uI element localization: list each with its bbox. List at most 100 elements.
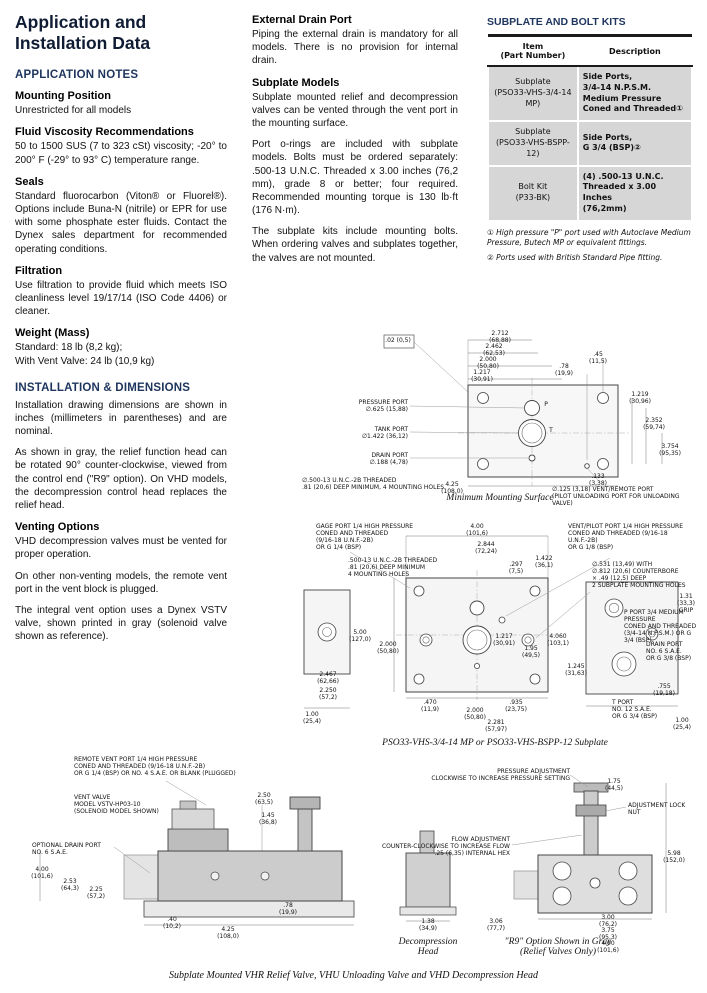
minimum-mounting-surface-drawing: Minimum Mounting Surface .02 (0,5) 2.712 …: [300, 330, 700, 508]
dimension-label: PRESSURE ADJUSTMENT CLOCKWISE TO INCREAS…: [431, 768, 570, 782]
external-drain-body: Piping the external drain is mandatory f…: [252, 29, 458, 67]
dimension-label: .78 (19,9): [278, 902, 298, 916]
col-item-part-number: Item (Part Number): [488, 35, 578, 67]
subplate-para-1: Subplate mounted relief and decompressio…: [252, 91, 458, 129]
page-title-line1: Application and: [15, 12, 147, 32]
fluid-viscosity-heading: Fluid Viscosity Recommendations: [15, 126, 194, 139]
dimension-label: 1.00 (25,4): [302, 711, 322, 725]
dimension-label: 1.00 (25,4): [672, 717, 692, 731]
dimension-label: REMOTE VENT PORT 1/4 HIGH PRESSURE CONED…: [74, 756, 236, 777]
dimension-label: OPTIONAL DRAIN PORT NO. 6 S.A.E.: [32, 842, 101, 856]
drawing-caption: PSO33-VHS-3/4-14 MP or PSO33-VHS-BSPP-12…: [382, 738, 608, 748]
dimension-label: 1.95 (49,5): [521, 645, 541, 659]
dimension-label: 1.219 (30,96): [629, 391, 651, 405]
dimension-label: 4.060 (103,1): [547, 633, 569, 647]
dimension-label: GAGE PORT 1/4 HIGH PRESSURE CONED AND TH…: [316, 523, 414, 551]
dimension-label: DRAIN PORT ∅.188 (4,78): [369, 452, 408, 466]
col-description: Description: [577, 35, 692, 67]
dimension-label: .40 (10,2): [162, 916, 182, 930]
cell-description: (4) .500-13 U.N.C. Threaded x 3.00 Inche…: [576, 164, 694, 222]
dimension-label: 5.00 (127,0): [349, 629, 371, 643]
mounting-position-body: Unrestricted for all models: [15, 105, 132, 117]
valve-assembly-drawing: Decompression Head "R9" Option Shown in …: [10, 755, 700, 967]
footnote-1: ① High pressure "P" port used with Autoc…: [487, 227, 691, 247]
venting-options-heading: Venting Options: [15, 521, 100, 534]
decompression-head-caption: Decompression Head: [398, 937, 458, 957]
dimension-label: TANK PORT ∅1.422 (36,12): [361, 426, 408, 440]
weight-body: Standard: 18 lb (8,2 kg); With Vent Valv…: [15, 342, 155, 367]
table-row: Bolt Kit (P33-BK) (4) .500-13 U.N.C. Thr…: [487, 164, 694, 222]
table-header-row: Item (Part Number) Description: [488, 35, 692, 67]
dimension-label: 4.25 (108,0): [217, 926, 239, 940]
dimension-label: 3.00 (76,2): [598, 914, 618, 928]
dimension-label: 2.000 (50,80): [477, 356, 499, 370]
dimension-label: 3.75 (95,3): [598, 927, 618, 941]
dimension-label: 2.352 (59,74): [643, 417, 665, 431]
dimension-label: 2.844 (72,24): [475, 541, 497, 555]
venting-para-1: VHD decompression valves must be vented …: [15, 536, 227, 561]
dimension-label: DRAIN PORT NO. 6 S.A.E. OR G 3/8 (BSP): [646, 641, 692, 662]
dimension-label: .133 (3,38): [588, 473, 608, 487]
dimension-label: 4.00 (101,6): [597, 940, 619, 954]
dimension-label: 1.245 (31,63): [565, 663, 587, 677]
dimension-label: .02 (0,5): [385, 337, 411, 344]
dimension-label: .500-13 U.N.C.-2B THREADED .81 (20,6) DE…: [348, 557, 438, 578]
filtration-body: Use filtration to provide fluid which me…: [15, 279, 227, 318]
dimension-label: 3.754 (95,35): [659, 443, 681, 457]
dimension-label: 1.75 (44,5): [604, 778, 624, 792]
dimension-label: 2.000 (50,80): [464, 707, 486, 721]
dimension-label: T PORT NO. 12 S.A.E. OR G 3/4 (BSP): [612, 699, 658, 720]
mounting-position-heading: Mounting Position: [15, 90, 111, 103]
dimension-label: 1.217 (30,91): [493, 633, 515, 647]
drawing-caption: Minimum Mounting Surface: [446, 493, 554, 503]
cell-item: Subplate (PSO33-VHS-BSPP-12): [487, 120, 579, 167]
mounting-surface-line-art: [383, 334, 663, 487]
dimension-label: ADJUSTMENT LOCK NUT: [628, 802, 686, 816]
seals-body: Standard fluorocarbon (Viton® or Fluorel…: [15, 190, 227, 255]
dimension-label: 2.281 (57,97): [485, 719, 507, 733]
page-title-line2: Installation Data: [15, 32, 151, 53]
dimension-label: 1.45 (36,8): [258, 812, 278, 826]
filtration-heading: Filtration: [15, 264, 63, 277]
dimension-label: ∅.125 (3,18) VENT/REMOTE PORT (PILOT UNL…: [552, 486, 680, 507]
dimension-label: ∅.500-13 U.N.C.-2B THREADED .81 (20,6) D…: [302, 477, 445, 491]
dimension-label: 2.53 (64,3): [60, 878, 80, 892]
installation-dimensions-heading: INSTALLATION & DIMENSIONS: [15, 381, 191, 394]
cell-description: Side Ports, G 3/4 (BSP)②: [576, 120, 694, 167]
subplate-drawing: PSO33-VHS-3/4-14 MP or PSO33-VHS-BSPP-12…: [290, 522, 700, 754]
dimension-label: 2.25 (57,2): [86, 886, 106, 900]
footnote-2: ② Ports used with British Standard Pipe …: [487, 253, 663, 263]
installation-para-2: As shown in gray, the relief function he…: [15, 447, 227, 512]
dimension-label: FLOW ADJUSTMENT COUNTER-CLOCKWISE TO INC…: [381, 836, 510, 857]
external-drain-heading: External Drain Port: [252, 14, 352, 26]
dimension-label: 1.38 (34,9): [418, 918, 438, 932]
weight-heading: Weight (Mass): [15, 327, 90, 340]
dimension-label: 2.467 (62,66): [317, 671, 339, 685]
dimension-label: 3.06 (77,7): [486, 918, 506, 932]
dimension-label: 4.00 (101,6): [466, 523, 488, 537]
dimension-label: T: [549, 427, 553, 434]
dimension-label: .935 (23,75): [505, 699, 527, 713]
dimension-label: P: [544, 401, 548, 408]
r9-option-caption: "R9" Option Shown in Gray (Relief Valves…: [504, 937, 612, 957]
dimension-label: 2.000 (50,80): [377, 641, 399, 655]
venting-para-2: On other non-venting models, the remote …: [15, 570, 227, 595]
dimension-label: 2.712 (68,88): [489, 330, 511, 344]
dimension-label: 5.98 (152,0): [663, 850, 685, 864]
dimension-label: P PORT 3/4 MEDIUM PRESSURE CONED AND THR…: [624, 609, 697, 644]
subplate-models-heading: Subplate Models: [252, 76, 340, 89]
table-row: Subplate (PSO33-VHS-3/4-14 MP) Side Port…: [487, 64, 694, 123]
subplate-para-3: The subplate kits include mounting bolts…: [252, 226, 458, 264]
dimension-label: 4.25 (108,0): [441, 481, 463, 495]
dimension-label: 1.31 (33,3) GRIP: [676, 593, 696, 614]
dimension-label: 1.217 (30,91): [471, 369, 493, 383]
middle-column: External Drain Port Piping the external …: [252, 12, 458, 273]
dimension-label: .45 (11,5): [588, 351, 608, 365]
subplate-para-2: Port o-rings are included with subplate …: [252, 139, 458, 217]
cell-item: Bolt Kit (P33-BK): [487, 164, 579, 222]
subplate-bolt-kits-table: Item (Part Number) Description Subplate …: [487, 34, 694, 222]
dimension-label: .78 (19,9): [554, 363, 574, 377]
